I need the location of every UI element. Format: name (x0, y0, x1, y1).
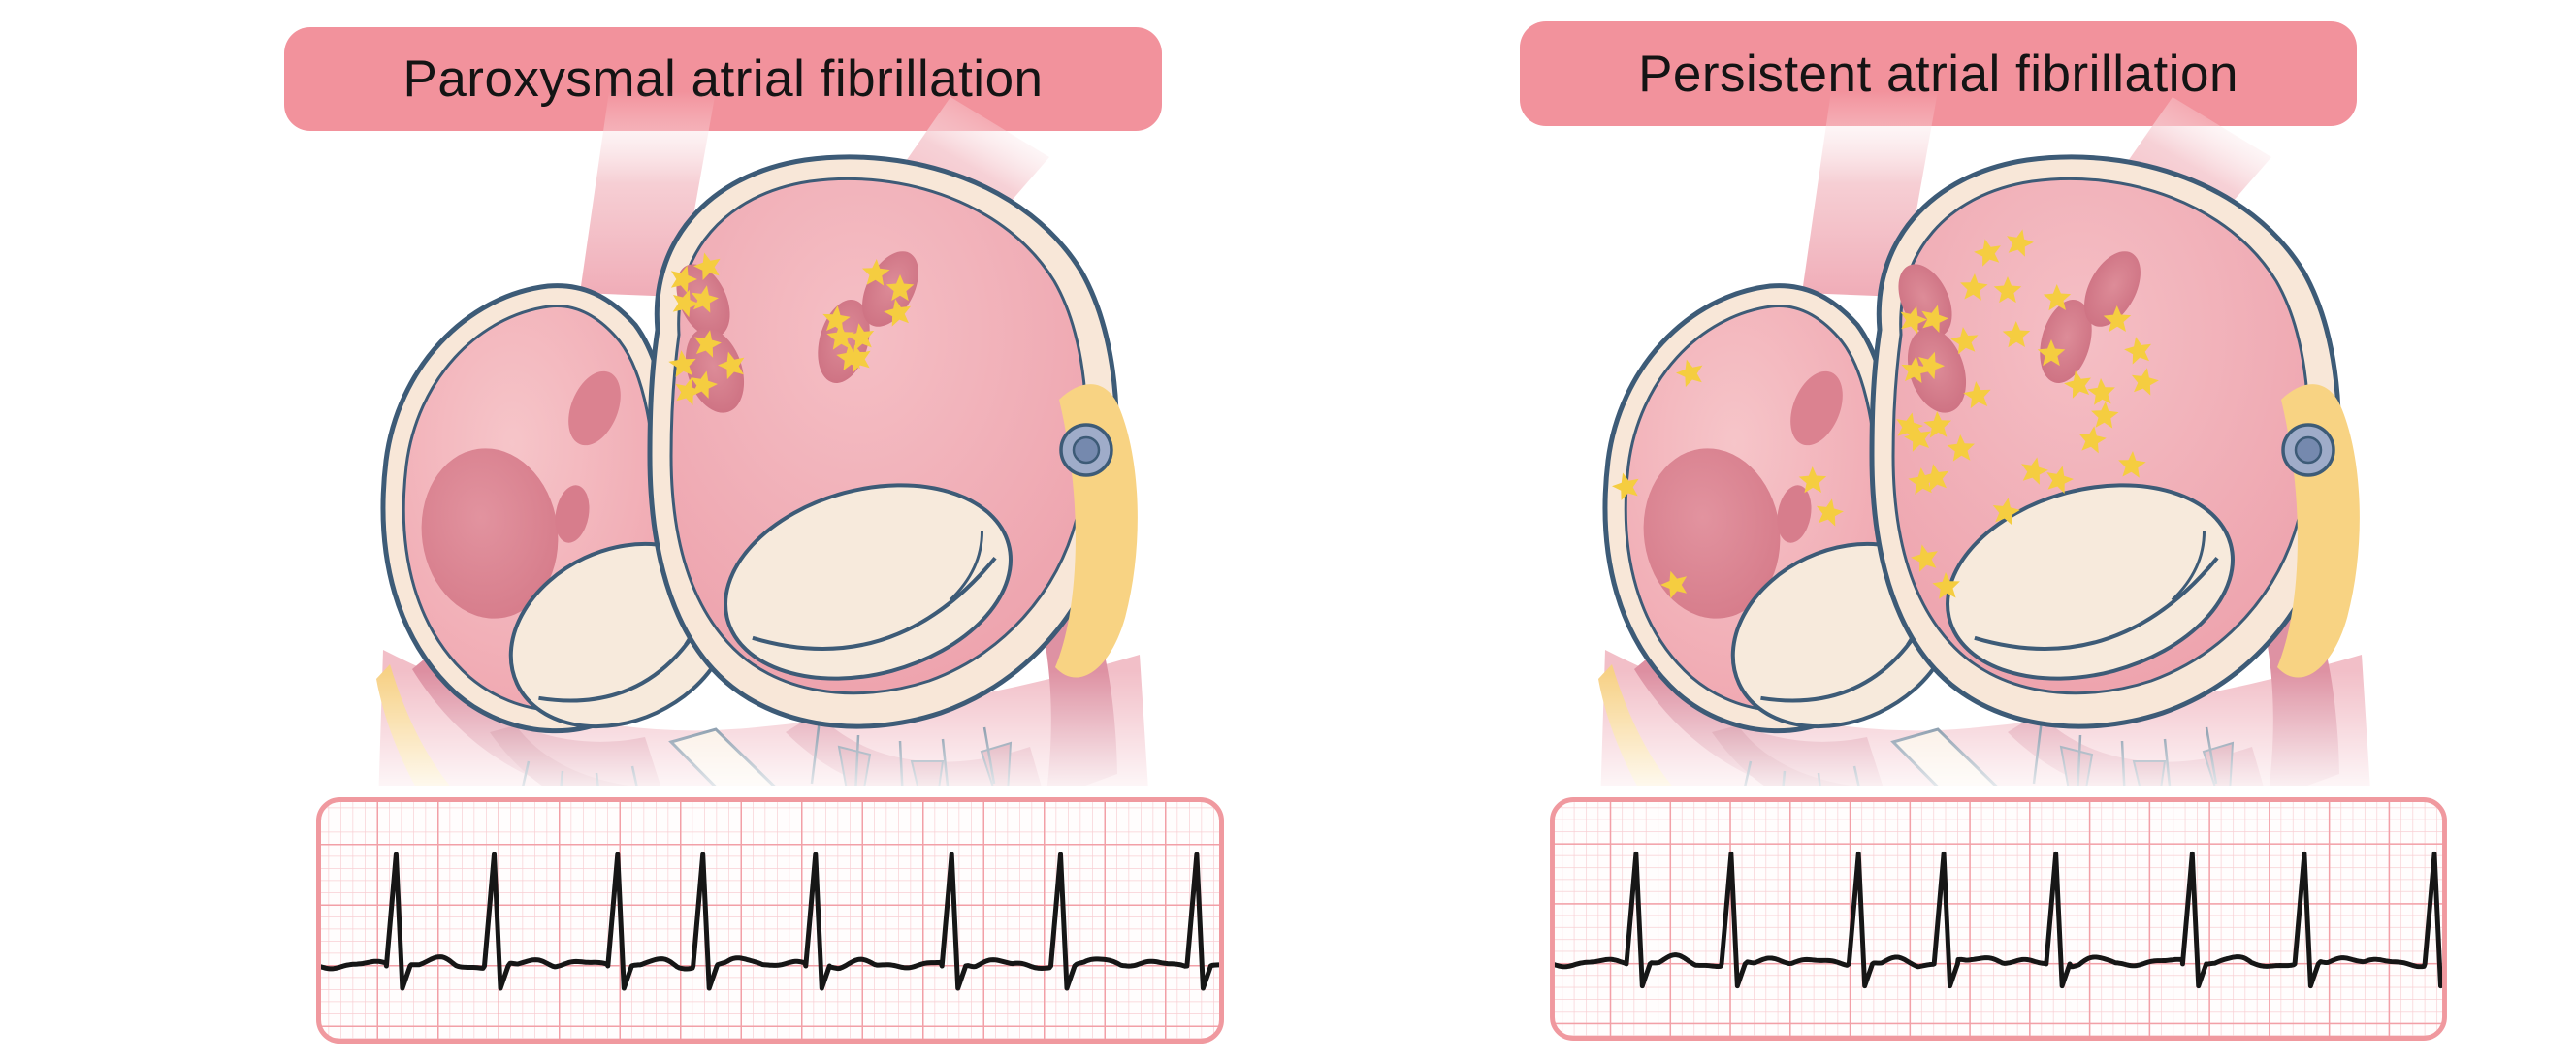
af-focus-star (691, 285, 719, 313)
af-focus-star (670, 265, 697, 294)
af-focus-star (718, 351, 745, 380)
af-focus-star (2131, 368, 2159, 396)
af-focus-star (886, 274, 915, 302)
af-focus-star (672, 289, 699, 318)
af-focus-star (2118, 451, 2146, 478)
title-pill-paroxysmal: Paroxysmal atrial fibrillation (284, 27, 1162, 131)
ecg-trace (1552, 851, 2445, 989)
af-focus-star (1963, 381, 1991, 409)
af-focus-star (2087, 378, 2115, 405)
af-focus-star (826, 323, 854, 350)
af-focus-star (844, 344, 871, 372)
af-focus-star (2002, 321, 2031, 348)
af-focus-star (1798, 466, 1827, 494)
ecg-strip-paroxysmal (316, 797, 1224, 1044)
af-focus-star (2124, 337, 2152, 365)
af-focus-star (1908, 467, 1936, 495)
af-focus-star (1993, 276, 2022, 304)
af-focus-star (1950, 327, 1979, 355)
af-focus-star (847, 323, 875, 351)
af-focus-star (1923, 411, 1951, 438)
af-focus-star (2021, 457, 2048, 485)
af-focus-star (1900, 305, 1927, 335)
af-focus-star (1917, 351, 1945, 380)
af-focus-star (1947, 434, 1975, 462)
af-focus-star (1921, 464, 1949, 492)
af-focus-star (2007, 229, 2034, 257)
af-focus-star (884, 299, 912, 327)
ecg-strip-persistent (1550, 797, 2447, 1041)
af-focus-star (1816, 498, 1844, 527)
ecg-trace (318, 852, 1222, 991)
af-focus-star (2043, 284, 2072, 311)
af-foci-stars (1612, 229, 2159, 599)
heart-illustration-paroxysmal (330, 87, 1164, 786)
af-focus-star (2078, 426, 2107, 454)
af-focus-star (1904, 424, 1931, 452)
af-focus-star (668, 350, 696, 377)
heart-illustration-persistent (1552, 87, 2386, 786)
ecg-grid (1552, 798, 2445, 1040)
af-focus-star (693, 252, 721, 280)
af-focus-star (1676, 359, 1703, 388)
af-focus-star (1660, 570, 1688, 599)
panel-title: Paroxysmal atrial fibrillation (402, 50, 1044, 108)
af-focus-star (1974, 239, 2001, 267)
panel-title: Persistent atrial fibrillation (1638, 45, 2238, 103)
af-focus-star (2091, 402, 2119, 429)
af-focus-star (1911, 544, 1938, 572)
af-focus-star (1901, 356, 1929, 383)
af-focus-star (862, 259, 890, 286)
af-focus-star (1932, 572, 1960, 599)
af-focus-star (2046, 466, 2074, 494)
af-focus-star (1612, 472, 1639, 500)
af-focus-star (694, 330, 722, 358)
af-focus-star (2103, 305, 2132, 333)
ecg-border (1550, 797, 2447, 1041)
af-foci-stars (668, 252, 915, 405)
af-focus-star (822, 305, 851, 333)
af-focus-star (1921, 305, 1948, 333)
ecg-grid (318, 799, 1222, 1042)
af-focus-star (1992, 498, 2020, 526)
af-focus-star (2064, 370, 2091, 399)
ecg-border (316, 797, 1224, 1044)
af-focus-star (675, 377, 702, 405)
title-pill-persistent: Persistent atrial fibrillation (1520, 21, 2357, 126)
af-focus-star (1896, 412, 1923, 440)
af-focus-star (2037, 339, 2066, 367)
af-focus-star (1960, 273, 1988, 301)
